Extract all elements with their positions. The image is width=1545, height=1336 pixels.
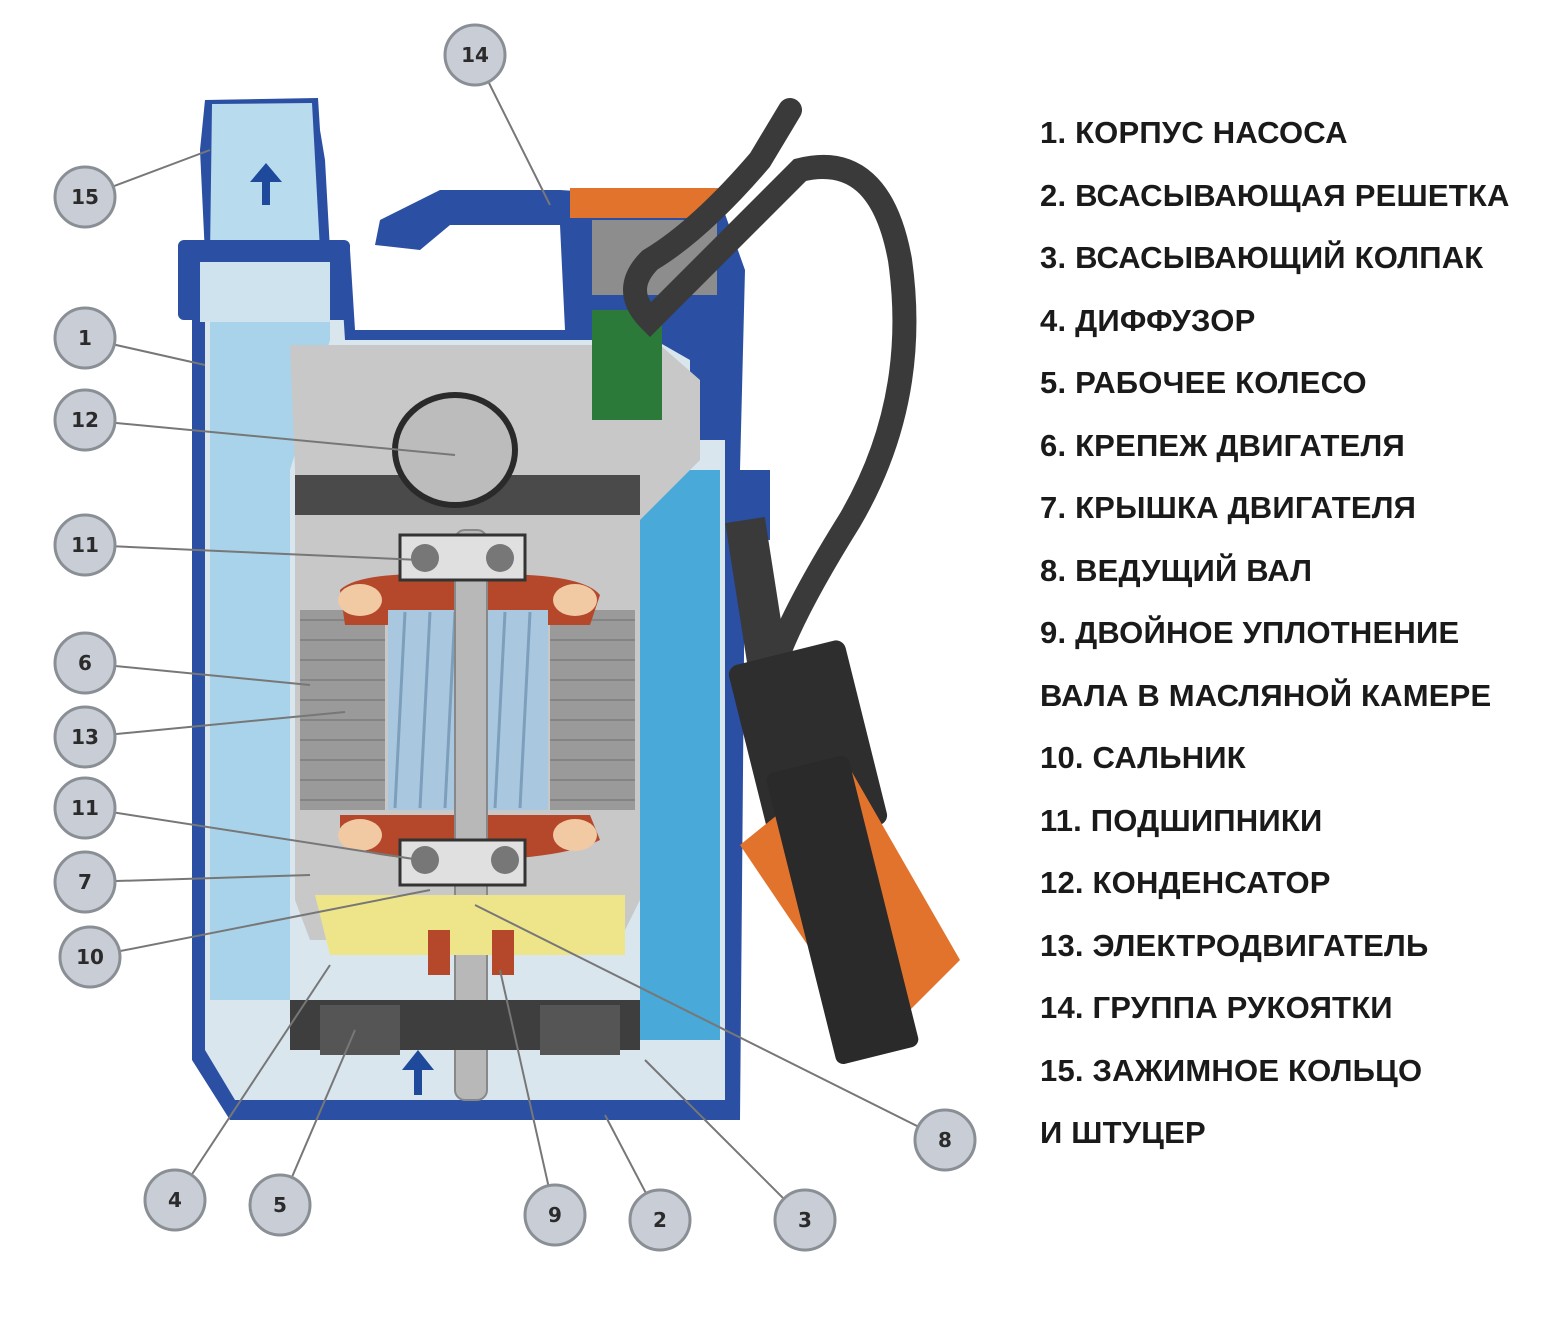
callout-10: 10 (58, 925, 122, 989)
drive-shaft (454, 529, 488, 1101)
callout-11-bottom: 11 (53, 776, 117, 840)
callout-12: 12 (53, 388, 117, 452)
legend-item: 8. ВЕДУЩИЙ ВАЛ (1040, 552, 1313, 588)
shaft-seal-right (492, 930, 514, 975)
svg-text:14: 14 (461, 43, 489, 67)
impeller-blade-right (540, 1005, 620, 1055)
legend-item: 12. КОНДЕНСАТОР (1040, 865, 1331, 900)
discharge-channel (210, 270, 330, 1000)
callout-11-top: 11 (53, 513, 117, 577)
svg-text:2: 2 (653, 1208, 667, 1232)
legend-item: 1. КОРПУС НАСОСА (1040, 115, 1348, 150)
legend-item: 4. ДИФФУЗОР (1040, 302, 1256, 338)
winding-end-left-top (338, 584, 382, 616)
legend-item: И ШТУЦЕР (1040, 1115, 1206, 1150)
oil-chamber (315, 895, 625, 955)
callout-14: 14 (443, 23, 507, 87)
parts-legend: 1. КОРПУС НАСОСА 2. ВСАСЫВАЮЩАЯ РЕШЕТКА … (1040, 110, 1540, 1173)
callout-5: 5 (248, 1173, 312, 1237)
callout-13: 13 (53, 705, 117, 769)
svg-text:7: 7 (78, 870, 92, 894)
shaft-seal-left (428, 930, 450, 975)
legend-item: 14. ГРУППА РУКОЯТКИ (1040, 990, 1393, 1025)
svg-text:5: 5 (273, 1193, 287, 1217)
clamp-ring-inner (200, 262, 330, 322)
svg-text:9: 9 (548, 1203, 562, 1227)
outlet-arrow (250, 163, 282, 205)
winding-end-right-top (553, 584, 597, 616)
pump-cutaway-diagram (84, 54, 960, 1221)
legend-item: ВАЛА В МАСЛЯНОЙ КАМЕРЕ (1040, 677, 1492, 713)
cable-to-float (725, 516, 790, 684)
stator-left (300, 610, 385, 810)
stator-right (550, 610, 635, 810)
callout-15: 15 (53, 165, 117, 229)
svg-text:3: 3 (798, 1208, 812, 1232)
legend-item: 10. САЛЬНИК (1040, 740, 1246, 775)
svg-text:4: 4 (168, 1188, 182, 1212)
callout-4: 4 (143, 1168, 207, 1232)
callout-9: 9 (523, 1183, 587, 1247)
impeller-blade-left (320, 1005, 400, 1055)
winding-end-left-bottom (338, 819, 382, 851)
legend-item: 9. ДВОЙНОЕ УПЛОТНЕНИЕ (1040, 615, 1460, 650)
bottom-bearing (398, 838, 527, 887)
legend-item: 15. ЗАЖИМНОЕ КОЛЬЦО (1040, 1052, 1423, 1088)
svg-text:11: 11 (71, 533, 99, 557)
svg-text:12: 12 (71, 408, 99, 432)
svg-text:15: 15 (71, 185, 99, 209)
legend-item: 6. КРЕПЕЖ ДВИГАТЕЛЯ (1040, 427, 1405, 463)
legend-item: 3. ВСАСЫВАЮЩИЙ КОЛПАК (1040, 240, 1484, 275)
callout-8: 8 (913, 1108, 977, 1172)
water-chamber (640, 470, 720, 1040)
callout-2: 2 (628, 1188, 692, 1252)
svg-text:8: 8 (938, 1128, 952, 1152)
callout-7: 7 (53, 850, 117, 914)
top-bearing (398, 533, 527, 582)
svg-text:11: 11 (71, 796, 99, 820)
svg-text:6: 6 (78, 651, 92, 675)
callout-3: 3 (773, 1188, 837, 1252)
legend-item: 7. КРЫШКА ДВИГАТЕЛЯ (1040, 490, 1417, 525)
legend-item: 11. ПОДШИПНИКИ (1040, 802, 1323, 838)
float-black-core (766, 755, 919, 1065)
svg-text:10: 10 (76, 945, 104, 969)
winding-end-right-bottom (553, 819, 597, 851)
legend-item: 5. РАБОЧЕЕ КОЛЕСО (1040, 365, 1367, 400)
callout-1: 1 (53, 306, 117, 370)
legend-item: 2. ВСАСЫВАЮЩАЯ РЕШЕТКА (1040, 177, 1510, 213)
svg-text:13: 13 (71, 725, 99, 749)
leader-lines (84, 54, 946, 1221)
callout-6: 6 (53, 631, 117, 695)
svg-text:1: 1 (78, 326, 92, 350)
legend-item: 13. ЭЛЕКТРОДВИГАТЕЛЬ (1040, 927, 1429, 963)
inlet-arrow (402, 1050, 434, 1095)
power-cable (623, 98, 917, 662)
callout-layer: 14 15 1 12 11 6 13 11 7 10 8 4 5 9 2 3 (53, 23, 977, 1252)
